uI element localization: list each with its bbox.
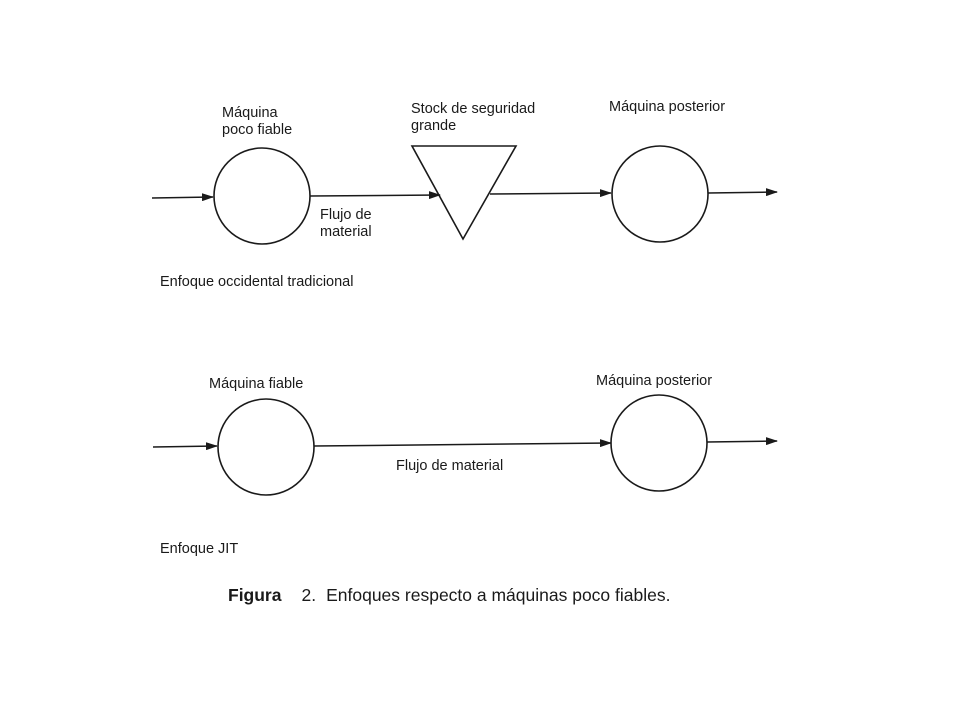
stock-label-line1: Stock de seguridad	[411, 101, 536, 117]
bottom-posterior-label: Máquina posterior	[596, 373, 713, 389]
top-flow-label-line2: material	[320, 224, 372, 240]
bottom-input-arrow	[152, 442, 218, 451]
safety-stock-triangle	[410, 145, 518, 241]
top-unreliable-machine	[213, 147, 311, 245]
top-flow-label-line1: Flujo de	[320, 207, 372, 223]
top-machine-label: Máquina poco fiable	[222, 105, 292, 139]
bottom-machine-label: Máquina fiable	[209, 376, 304, 392]
caption-figure-word: Figura	[228, 585, 282, 605]
bottom-flow-arrow	[313, 439, 612, 448]
stock-label-line2: grande	[411, 118, 457, 134]
bottom-section-label: Enfoque JIT	[160, 541, 239, 557]
top-machine-label-line2: poco fiable	[222, 122, 293, 138]
top-posterior-machine	[611, 145, 709, 243]
top-flow-label: Flujo de material	[320, 207, 372, 241]
stock-label: Stock de seguridad grande	[411, 101, 535, 135]
top-machine-label-line1: Máquina	[222, 105, 278, 121]
bottom-flow-label: Flujo de material	[396, 458, 504, 474]
top-posterior-label: Máquina posterior	[609, 99, 726, 115]
top-input-arrow	[151, 193, 214, 202]
bottom-output-arrow	[706, 437, 778, 446]
top-flow-arrow-to-posterior	[489, 189, 612, 198]
top-section-label: Enfoque occidental tradicional	[160, 274, 354, 290]
bottom-reliable-machine	[217, 398, 315, 496]
caption-text: Enfoques respecto a máquinas poco fiable…	[326, 585, 671, 605]
top-output-arrow	[707, 188, 778, 197]
bottom-posterior-machine	[610, 394, 708, 492]
caption-figure-number: 2.	[301, 585, 317, 605]
figure-caption: Figura 2. Enfoques respecto a máquinas poc…	[228, 585, 670, 606]
top-flow-arrow-to-stock	[309, 191, 441, 200]
